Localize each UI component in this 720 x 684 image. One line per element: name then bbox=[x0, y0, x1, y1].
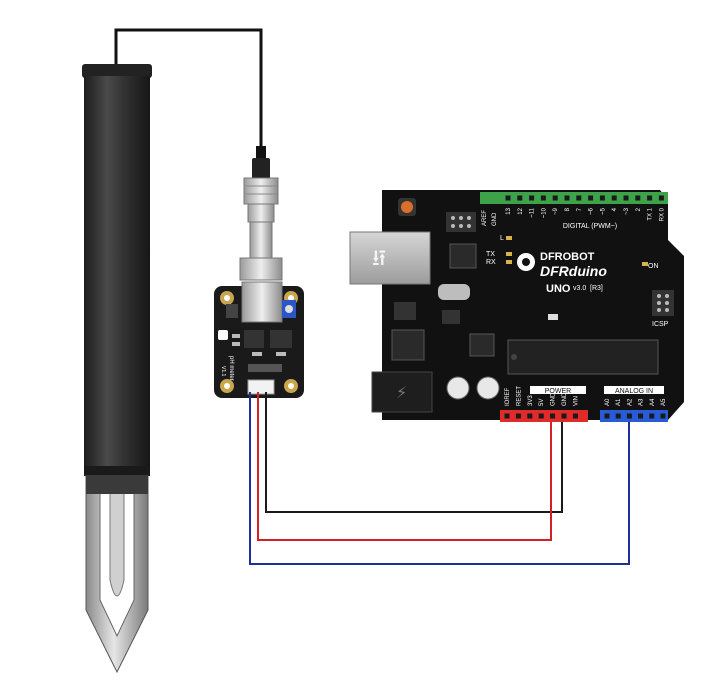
digital-pin-label: ~5 bbox=[600, 207, 606, 215]
digital-pin-label: ~9 bbox=[553, 207, 559, 215]
digital-pin-label: 4 bbox=[612, 207, 618, 211]
digital-pin-hole bbox=[529, 195, 535, 201]
bnc-connector bbox=[239, 146, 283, 281]
aref-label: AREF bbox=[482, 210, 488, 226]
power-pin-label: 3V3 bbox=[528, 395, 534, 406]
power-pin-hole bbox=[504, 413, 510, 419]
power-pin-label: IOREF bbox=[505, 387, 511, 406]
power-pin-label: 5V bbox=[539, 399, 545, 406]
rx-led-label: RX bbox=[486, 259, 496, 266]
power-header-label: POWER bbox=[545, 388, 571, 395]
analog-pin-hole bbox=[626, 413, 632, 419]
power-pin-label: GND bbox=[551, 392, 557, 406]
digital-pin-hole bbox=[552, 195, 558, 201]
analog-pin-hole bbox=[660, 413, 666, 419]
digital-pin-label: ~11 bbox=[530, 207, 536, 217]
wire-blue-signal bbox=[249, 392, 630, 565]
ph-probe bbox=[82, 64, 152, 674]
analog-pin-label: A4 bbox=[650, 398, 656, 406]
digital-pin-hole bbox=[658, 195, 664, 201]
power-pin-hole bbox=[538, 413, 544, 419]
analog-pin-label: A3 bbox=[639, 398, 645, 406]
tx-led-label: TX bbox=[486, 251, 495, 258]
digital-pin-hole bbox=[517, 195, 523, 201]
digital-pin-label: 13 bbox=[506, 207, 512, 214]
digital-pin-hole bbox=[623, 195, 629, 201]
wire-red-5v bbox=[257, 392, 552, 541]
analog-pin-hole bbox=[604, 413, 610, 419]
brand-dfrduino: DFRduino bbox=[540, 263, 607, 279]
brand-dfrobot: DFROBOT bbox=[540, 251, 595, 263]
svg-text:⚡: ⚡ bbox=[396, 383, 407, 402]
sensor-version-label: V1.1 bbox=[220, 366, 226, 377]
power-pin-hole bbox=[572, 413, 578, 419]
power-header bbox=[500, 410, 588, 422]
analog-pin-hole bbox=[638, 413, 644, 419]
digital-pin-label: ~3 bbox=[624, 207, 630, 215]
digital-pin-labels: 13 12 ~11 ~10 ~9 8 7 ~6 ~5 4 ~3 2 TX 1 RX 0 bbox=[505, 195, 665, 221]
digital-header bbox=[480, 192, 668, 204]
on-led-label: ON bbox=[648, 263, 659, 270]
wire-black-gnd bbox=[265, 392, 563, 513]
brand-uno: UNO bbox=[546, 283, 571, 295]
digital-pin-hole bbox=[564, 195, 570, 201]
capacitor bbox=[476, 376, 500, 400]
reset-button bbox=[401, 201, 413, 213]
analog-header bbox=[600, 410, 668, 422]
atmega-chip bbox=[507, 339, 659, 375]
power-pin-label: RESET bbox=[516, 386, 522, 406]
analog-header-label: ANALOG IN bbox=[615, 388, 653, 395]
board-version: v3.0 bbox=[573, 285, 586, 292]
power-pin-label: VIN bbox=[573, 396, 579, 406]
usb-icon: ⭿ bbox=[372, 247, 386, 272]
arduino-board: ⭿ ⚡ 13 12 ~11 ~10 ~9 bbox=[349, 190, 684, 422]
power-pin-hole bbox=[527, 413, 533, 419]
l-led-label: L bbox=[500, 235, 504, 242]
digital-pin-label: TX 1 bbox=[648, 207, 654, 220]
capacitor bbox=[446, 376, 470, 400]
digital-pin-hole bbox=[611, 195, 617, 201]
analog-pin-label: A2 bbox=[627, 398, 633, 406]
digital-pin-label: ~10 bbox=[541, 207, 547, 218]
analog-pin-label: A0 bbox=[605, 398, 611, 406]
gnd-label: GND bbox=[492, 212, 498, 226]
analog-pin-label: A1 bbox=[616, 398, 622, 406]
sensor-module-label: pH meter bbox=[228, 356, 234, 381]
analog-pin-labels: A0 A1 A2 A3 A4 A5 bbox=[604, 398, 667, 419]
digital-pin-label: ~6 bbox=[589, 207, 595, 215]
analog-pin-hole bbox=[615, 413, 621, 419]
dfrobot-logo bbox=[517, 253, 535, 271]
digital-pin-hole bbox=[540, 195, 546, 201]
digital-pin-label: 2 bbox=[636, 207, 642, 211]
digital-pin-label: 12 bbox=[518, 207, 524, 214]
digital-pin-label: 8 bbox=[565, 207, 571, 211]
digital-pin-label: 7 bbox=[577, 207, 583, 211]
board-revision: [R3] bbox=[590, 285, 603, 292]
icsp-label: ICSP bbox=[652, 321, 669, 328]
power-pin-label: GND bbox=[562, 392, 568, 406]
digital-pin-hole bbox=[635, 195, 641, 201]
usb-port bbox=[349, 231, 431, 285]
power-pin-labels: IOREF RESET 3V3 5V GND GND VIN bbox=[504, 386, 579, 419]
power-pin-hole bbox=[550, 413, 556, 419]
digital-pin-hole bbox=[588, 195, 594, 201]
digital-pin-hole bbox=[505, 195, 511, 201]
digital-pin-hole bbox=[576, 195, 582, 201]
power-pin-hole bbox=[515, 413, 521, 419]
analog-pin-hole bbox=[649, 413, 655, 419]
digital-pin-label: RX 0 bbox=[659, 207, 665, 221]
digital-header-label: DIGITAL (PWM~) bbox=[563, 223, 617, 230]
digital-pin-hole bbox=[599, 195, 605, 201]
power-pin-hole bbox=[561, 413, 567, 419]
power-jack bbox=[371, 371, 433, 413]
analog-pin-label: A5 bbox=[661, 398, 667, 406]
probe-cable bbox=[114, 28, 263, 150]
ph-sensor-board: pH meter V1.1 bbox=[214, 281, 304, 398]
digital-pin-hole bbox=[647, 195, 653, 201]
